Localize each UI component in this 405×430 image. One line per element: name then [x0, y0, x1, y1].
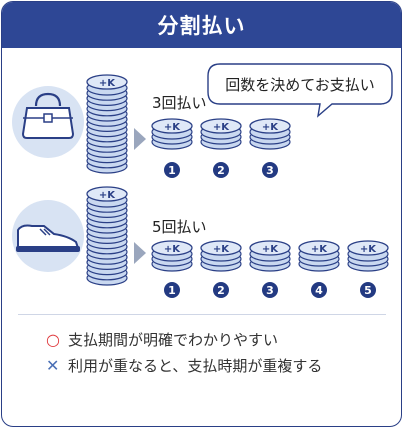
- legend: ○ 支払期間が明確でわかりやすい ✕ 利用が重なると、支払時期が重複する: [46, 326, 322, 378]
- legend-pro-text: 支払期間が明確でわかりやすい: [68, 330, 279, 349]
- installment-number: 2: [217, 284, 225, 297]
- installment-coin: +K: [200, 240, 242, 272]
- coin-symbol: +K: [99, 190, 116, 201]
- installment-badge: [213, 162, 229, 178]
- installment-coin: +K: [151, 118, 193, 150]
- plan-3-label: 3回払い: [152, 94, 207, 112]
- coin-symbol: +K: [213, 122, 230, 133]
- coin-stack-total: +K: [86, 74, 128, 174]
- arrow-right-icon: [134, 242, 146, 264]
- divider: [18, 314, 386, 315]
- coin-stack-total: +K: [86, 186, 128, 286]
- coin-symbol: +K: [99, 78, 116, 89]
- header-bar: 分割払い: [2, 2, 401, 48]
- installment-number: 2: [217, 164, 225, 177]
- installment-coin: +K: [298, 240, 340, 272]
- speech-bubble: 回数を決めてお支払い: [207, 63, 393, 118]
- installment-coin: +K: [347, 240, 389, 272]
- legend-pro: ○ 支払期間が明確でわかりやすい: [46, 326, 322, 352]
- installment-badge: [213, 282, 229, 298]
- coin-top: [249, 240, 291, 256]
- installment-badge: [311, 282, 327, 298]
- cross-mark-icon: ✕: [46, 355, 60, 375]
- coin-top: [151, 118, 193, 134]
- installment-badge: [164, 282, 180, 298]
- installment-number: 5: [364, 284, 372, 297]
- installment-badge: [262, 282, 278, 298]
- installment-row-3: +K 1 +K 2 +K 3: [151, 118, 291, 178]
- coin-symbol: +K: [360, 244, 377, 255]
- installment-coin: +K: [249, 240, 291, 272]
- plan-5-label: 5回払い: [152, 218, 207, 236]
- legend-con-text: 利用が重なると、支払時期が重複する: [68, 356, 323, 375]
- installment-badge: [360, 282, 376, 298]
- installment-number: 4: [315, 284, 323, 297]
- installment-number: 3: [266, 164, 274, 177]
- installment-badge: [262, 162, 278, 178]
- bag-icon: [12, 86, 84, 158]
- coin-top: [249, 118, 291, 134]
- shoe-icon: [12, 200, 84, 272]
- coin-symbol: +K: [311, 244, 328, 255]
- coin-top: [200, 118, 242, 134]
- installment-number: 3: [266, 284, 274, 297]
- circle-mark-icon: ○: [46, 329, 60, 349]
- installment-badge: [164, 162, 180, 178]
- installment-row-5: +K 1 +K 2 +K 3 +K 4 +K 5: [151, 240, 389, 298]
- stack-coin-top: [86, 74, 128, 90]
- coin-top: [298, 240, 340, 256]
- arrow-right-icon: [134, 128, 146, 150]
- installment-number: 1: [168, 164, 176, 177]
- coin-top: [347, 240, 389, 256]
- coin-symbol: +K: [164, 244, 181, 255]
- page-title: 分割払い: [157, 14, 246, 38]
- coin-top: [151, 240, 193, 256]
- installment-coin: +K: [249, 118, 291, 150]
- legend-con: ✕ 利用が重なると、支払時期が重複する: [46, 352, 322, 378]
- installment-coin: +K: [200, 118, 242, 150]
- installment-number: 1: [168, 284, 176, 297]
- coin-top: [200, 240, 242, 256]
- coin-symbol: +K: [213, 244, 230, 255]
- installment-coin: +K: [151, 240, 193, 272]
- speech-bubble-text: 回数を決めてお支払い: [225, 76, 375, 94]
- stack-coin-top: [86, 186, 128, 202]
- coin-symbol: +K: [262, 244, 279, 255]
- coin-symbol: +K: [262, 122, 279, 133]
- coin-symbol: +K: [164, 122, 181, 133]
